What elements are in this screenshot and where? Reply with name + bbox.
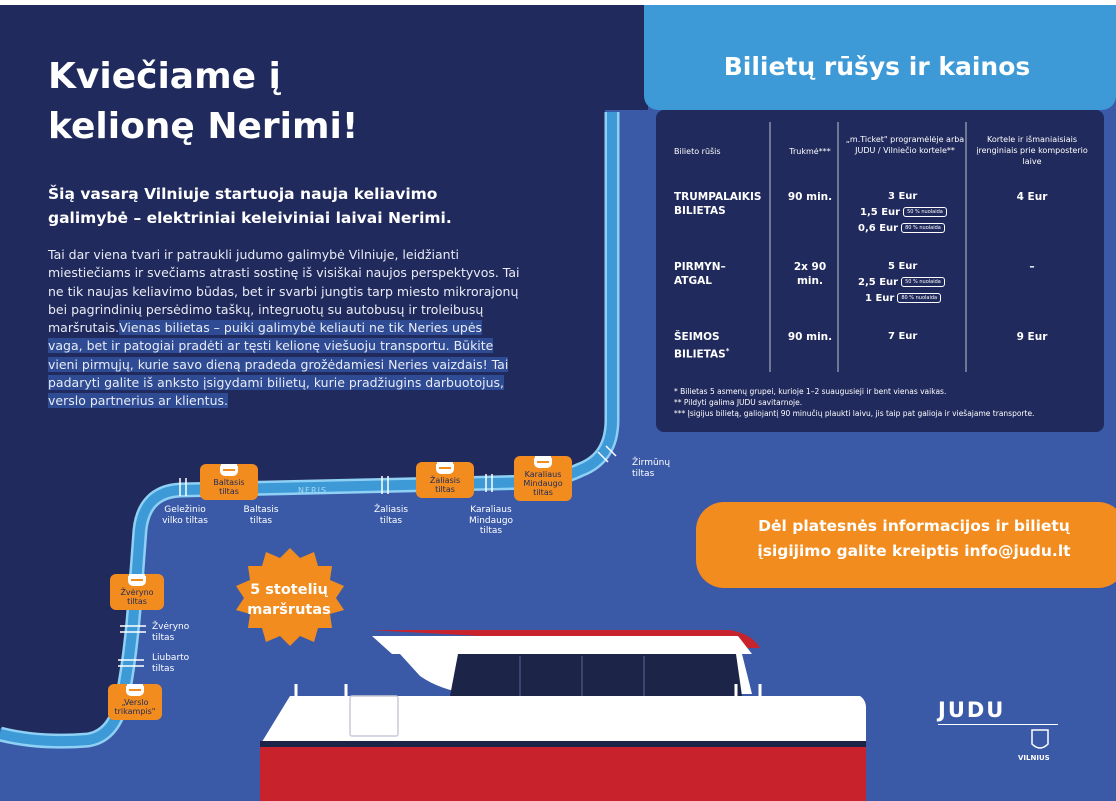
discount-badge: 80 % nuolaida <box>901 223 945 233</box>
footnote-1: * Bilietas 5 asmenų grupei, kurioje 1–2 … <box>674 387 947 396</box>
row2-disc2-price: 1 Eur <box>865 293 895 304</box>
body-text-part1: Tai dar viena tvari ir patraukli judumo … <box>48 247 520 336</box>
table-dividers <box>769 122 967 372</box>
stop-mindaugo[interactable]: Karaliaus Mindaugo tiltas <box>514 456 572 501</box>
boat-icon <box>128 576 146 586</box>
route-badge-text: 5 stotelių maršrutas <box>247 582 331 618</box>
row3-type-mark: * <box>725 347 730 355</box>
footnote-3: *** Įsigijus bilietą, galiojantį 90 minu… <box>674 409 1035 418</box>
stop-verslo[interactable]: „Verslo trikampis" <box>108 684 162 720</box>
info-line1: Dėl platesnės informacijos ir bilietų <box>758 517 1070 535</box>
boat-icon <box>126 686 144 696</box>
discount-badge: 50 % nuolaida <box>903 207 947 217</box>
stop-zveryno[interactable]: Žvėryno tiltas <box>110 574 164 610</box>
river <box>0 112 617 747</box>
river-name: NERIS <box>298 486 328 495</box>
page-title: Kviečiame į kelionę Nerimi! <box>48 52 428 152</box>
row2-price: 5 Eur <box>888 261 918 272</box>
stop-baltasis-label: Baltasis tiltas <box>213 478 245 496</box>
row1-duration: 90 min. <box>787 191 833 203</box>
info-banner: Dėl platesnės informacijos ir bilietų įs… <box>732 514 1096 564</box>
row2-disc1-price: 2,5 Eur <box>858 277 899 288</box>
footnote-2: ** Pildyti galima JUDU savitarnoje. <box>674 398 803 407</box>
row3-onboard: 9 Eur <box>1016 331 1048 343</box>
bridge-gelezinio: Geležinio vilko tiltas <box>162 505 208 526</box>
info-line2: įsigijimo galite kreiptis info@judu.lt <box>757 542 1071 560</box>
row2-type: PIRMYN–ATGAL <box>674 261 726 287</box>
row1-price: 3 Eur <box>888 191 918 202</box>
stop-verslo-label: „Verslo trikampis" <box>114 698 156 716</box>
route-starburst <box>236 548 344 646</box>
row3-type-text: ŠEIMOS BILIETAS <box>674 331 726 361</box>
row3-price: 7 Eur <box>888 331 918 342</box>
stop-mindaugo-label: Karaliaus Mindaugo tiltas <box>523 470 563 497</box>
discount-badge: 80 % nuolaida <box>897 293 942 303</box>
row3-duration: 90 min. <box>787 331 833 343</box>
body-paragraph: Tai dar viena tvari ir patraukli judumo … <box>48 246 520 411</box>
row1-onboard: 4 Eur <box>1016 191 1048 203</box>
row3-type: ŠEIMOS BILIETAS* <box>674 330 754 362</box>
bridge-zveryno: Žvėryno tiltas <box>152 622 190 643</box>
lead-paragraph: Šią vasarą Vilniuje startuoja nauja keli… <box>48 185 452 227</box>
judu-logo: JUDU <box>938 698 1006 722</box>
row1-disc2-price: 0,6 Eur <box>858 223 899 234</box>
row2-duration: 2x 90 min. <box>793 261 827 287</box>
boat-illustration <box>260 630 866 801</box>
stop-zaliasis[interactable]: Žaliasis tiltas <box>416 462 474 498</box>
tickets-panel-bg <box>656 110 1104 432</box>
tickets-title: Bilietų rūšys ir kainos <box>723 52 1031 81</box>
row1-type: TRUMPALAIKIS BILIETAS <box>674 191 762 217</box>
bridge-zirmunu: Žirmūnų tiltas <box>632 458 671 479</box>
title-line1: Kviečiame į <box>48 56 281 97</box>
header-onboard-price: Kortele ir išmaniaisiais įrenginiais pri… <box>976 135 1088 166</box>
bridge-mindaugo: Karaliaus Mindaugo tiltas <box>468 505 514 536</box>
vilnius-crest <box>1031 729 1049 749</box>
boat-icon <box>534 458 552 468</box>
title-line2: kelionę Nerimi! <box>48 106 359 147</box>
bridge-zaliasis: Žaliasis tiltas <box>373 505 409 526</box>
discount-badge: 50 % nuolaida <box>901 277 945 287</box>
bridge-liubarto: Liubarto tiltas <box>152 653 190 674</box>
header-duration: Trukmė*** <box>789 147 831 156</box>
stop-zaliasis-label: Žaliasis tiltas <box>429 476 461 494</box>
header-app-price: „m.Ticket" programėlėje arba JUDU / Viln… <box>845 135 965 155</box>
logo-divider <box>938 724 1058 725</box>
top-edge <box>0 0 1116 5</box>
bridge-marks <box>118 445 617 667</box>
boat-icon <box>436 464 454 474</box>
stop-zveryno-label: Žvėryno tiltas <box>120 588 154 606</box>
stop-baltasis[interactable]: Baltasis tiltas <box>200 464 258 500</box>
header-ticket-type: Bilieto rūšis <box>674 147 721 156</box>
row2-onboard: – <box>1029 261 1035 273</box>
vilnius-logo-text: VILNIUS <box>1018 754 1050 762</box>
info-banner-bg <box>696 502 1116 588</box>
ticket-table: Bilieto rūšis Trukmė*** „m.Ticket" progr… <box>660 122 1100 432</box>
bridge-baltasis: Baltasis tiltas <box>243 505 279 526</box>
boat-icon <box>220 466 238 476</box>
row1-disc1-price: 1,5 Eur <box>860 207 901 218</box>
